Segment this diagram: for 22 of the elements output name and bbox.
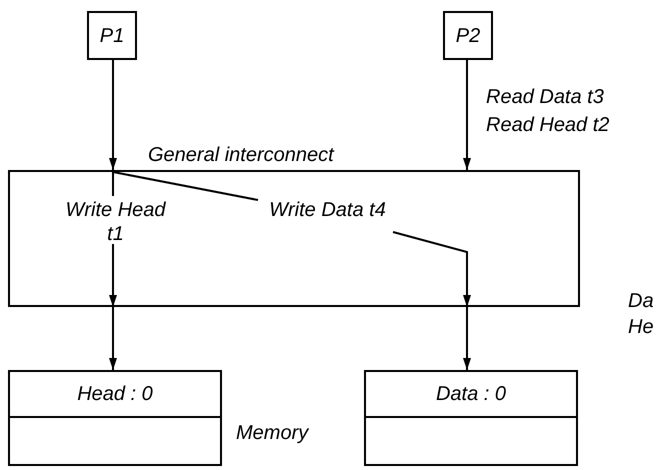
operation-label: Write Head t1 <box>58 198 173 246</box>
operation-label: Write Data t4 <box>260 198 395 246</box>
processor-box: P2 <box>443 11 493 60</box>
arrow <box>109 244 117 307</box>
arrow <box>109 307 117 370</box>
cell-value: Data : 0 <box>436 382 506 407</box>
text-label: Read Head t2 <box>486 113 610 138</box>
arrow <box>463 307 471 370</box>
cell-value: Head : 0 <box>77 382 153 407</box>
text-label: Read Data t3 <box>486 85 604 110</box>
processor-box: P1 <box>87 11 137 60</box>
text-label: Memory <box>236 421 308 446</box>
text-label: Da <box>628 289 654 314</box>
text-label: He <box>628 315 654 340</box>
arrow <box>392 231 471 307</box>
connector-line <box>112 171 114 196</box>
memory-cell <box>364 370 578 466</box>
arrow <box>463 60 471 170</box>
connector-line <box>112 171 258 201</box>
block-heading: General interconnect <box>148 143 334 168</box>
arrow <box>109 60 117 170</box>
memory-cell <box>8 370 222 466</box>
